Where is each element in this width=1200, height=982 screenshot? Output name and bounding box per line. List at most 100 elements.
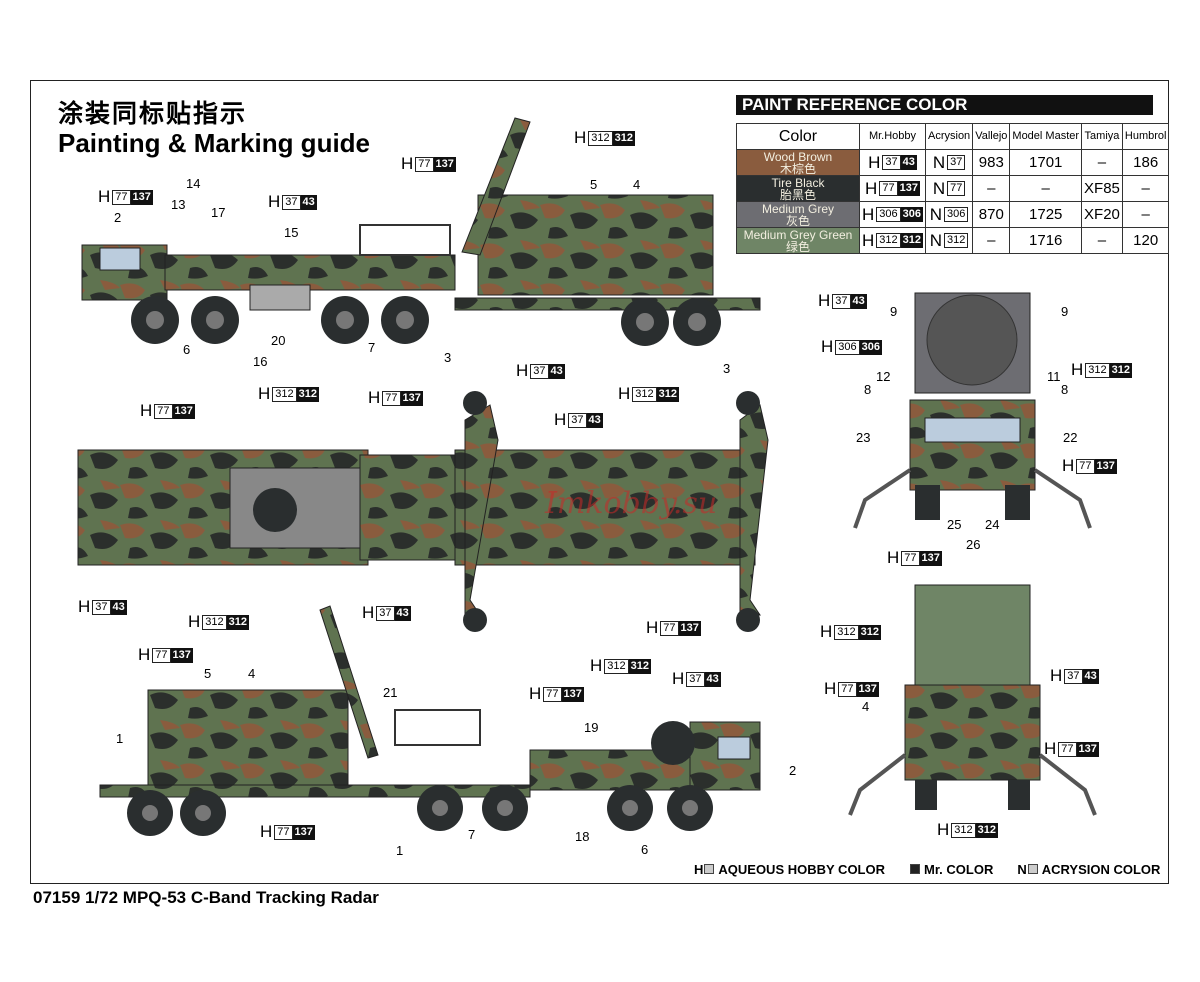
code-light: 77	[901, 550, 920, 566]
code-dark: 137	[561, 686, 584, 702]
code-dark: 137	[292, 824, 315, 840]
code-prefix: N	[929, 204, 943, 224]
part-number: 4	[862, 699, 870, 714]
code-dark: 137	[1076, 741, 1099, 757]
code-light: 77	[152, 647, 171, 663]
legend-mr-color: Mr. COLOR	[909, 862, 993, 877]
part-number: 9	[1061, 304, 1069, 319]
code-dark: 312	[1109, 362, 1132, 378]
code-light: 37	[1064, 668, 1083, 684]
side-view-bottom	[99, 605, 761, 836]
code-prefix: H	[78, 597, 91, 616]
part-number: 8	[864, 382, 872, 397]
humbrol-cell: –	[1121, 201, 1170, 228]
part-number: 4	[633, 177, 641, 192]
column-header: Model Master	[1009, 123, 1083, 150]
code-prefix: H	[937, 820, 950, 839]
part-number: 24	[985, 517, 1000, 532]
part-number: 7	[468, 827, 476, 842]
part-number: 11	[1047, 369, 1061, 384]
code-light: 312	[951, 822, 976, 838]
code-prefix: N	[932, 178, 946, 198]
color-name-cn: 绿色	[785, 239, 810, 254]
part-number: 1	[396, 843, 404, 858]
code-dark: 312	[975, 822, 998, 838]
code-prefix: H	[368, 388, 381, 407]
guide-frame	[30, 80, 1169, 884]
box-icon	[1027, 864, 1038, 874]
code-light: 37	[882, 155, 901, 170]
code-dark: 43	[394, 605, 411, 621]
part-number: 6	[183, 342, 191, 357]
model_master-cell: 1725	[1009, 201, 1083, 228]
code-prefix: H	[260, 822, 273, 841]
code-dark: 306	[900, 207, 923, 222]
code-prefix: H	[590, 656, 603, 675]
code-prefix: H	[821, 337, 834, 356]
code-dark: 43	[300, 194, 317, 210]
color-name: Tire Black	[771, 175, 825, 190]
rear-view	[848, 584, 1097, 816]
code-dark: 43	[548, 363, 565, 379]
code-light: 37	[282, 194, 301, 210]
code-prefix: H	[401, 154, 414, 173]
code-dark: 312	[900, 233, 923, 248]
part-number: 21	[383, 685, 398, 700]
tamiya-cell: XF20	[1081, 201, 1123, 228]
box-icon	[910, 864, 920, 874]
code-prefix: H	[188, 612, 201, 631]
vallejo-cell: 983	[972, 149, 1011, 176]
code-light: 37	[686, 671, 705, 687]
code-prefix: H	[138, 645, 151, 664]
code-dark: 137	[1094, 458, 1117, 474]
code-prefix: H	[574, 128, 587, 147]
code-dark: 137	[400, 390, 423, 406]
code-dark: 43	[110, 599, 127, 615]
code-prefix: H	[1062, 456, 1075, 475]
code-dark: 306	[859, 339, 882, 355]
code-light: 77	[154, 403, 173, 419]
part-number: 3	[723, 361, 731, 376]
vallejo-cell: –	[972, 175, 1011, 202]
code-prefix: H	[868, 152, 881, 172]
code-light: 77	[838, 681, 857, 697]
part-number: 7	[368, 340, 376, 355]
code-light: 312	[272, 386, 297, 402]
code-light: 77	[112, 189, 131, 205]
code-light: 312	[202, 614, 227, 630]
code-dark: 43	[900, 155, 917, 170]
part-number: 5	[590, 177, 598, 192]
top-view	[77, 391, 769, 632]
code-prefix: H	[268, 192, 281, 211]
code-light: 312	[834, 624, 859, 640]
color-name-cn: 胎黑色	[779, 187, 816, 202]
box-icon	[704, 864, 715, 874]
part-number: 15	[284, 225, 299, 240]
code-prefix: H	[618, 384, 631, 403]
code-light: 77	[660, 620, 679, 636]
code-prefix: H	[865, 178, 878, 198]
code-prefix: H	[887, 548, 900, 567]
